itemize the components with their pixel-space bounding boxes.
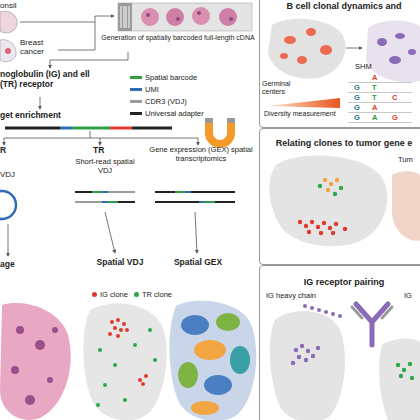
annotation-label: SHM [355, 63, 372, 72]
sequence-base: T [372, 84, 377, 93]
panel-box: Relating clones to tumor gene e [259, 128, 420, 265]
panel-heading: Relating clones to tumor gene e [264, 138, 420, 148]
sequence-base: G [392, 114, 398, 123]
annotation-label: Diversity measurement [264, 110, 336, 118]
annotation-label: Germinal centers [262, 80, 306, 96]
legend-swatch [130, 112, 142, 115]
step-label: Generation of spatially barcoded full-le… [100, 34, 256, 42]
legend-entry: TR clone [134, 289, 172, 299]
sample-label: Breast cancer [20, 38, 54, 56]
method-label: Short-read spatial VDJ [72, 158, 138, 175]
legend-swatch [130, 88, 142, 91]
sequence-base: A [372, 114, 377, 123]
legend-entry: Spatial barcode [130, 72, 197, 82]
legend-text: Universal adapter [145, 109, 204, 118]
legend-swatch [130, 100, 142, 103]
panel-box: B cell clonal dynamics and [259, 0, 420, 128]
legend-entry: Universal adapter [130, 108, 204, 118]
legend-text: TR clone [142, 290, 172, 299]
sample-label: onsil [0, 1, 16, 10]
sequence-base: T [372, 94, 377, 103]
annotation-label: Tum [398, 156, 413, 165]
sequence-base: G [354, 94, 360, 103]
legend-text: CDR3 (VDJ) [145, 97, 187, 106]
branch-label: R [0, 146, 6, 156]
legend-entry: UMI [130, 84, 159, 94]
legend-text: Spatial barcode [145, 73, 197, 82]
legend-entry: IG clone [92, 289, 128, 299]
sequence-base: C [392, 94, 397, 103]
step-label: noglobulin (IG) and ell (TR) receptor [0, 70, 100, 90]
output-label: Spatial VDJ [92, 258, 148, 268]
legend-text: IG clone [100, 290, 128, 299]
legend-text: UMI [145, 85, 159, 94]
sequence-base: G [354, 104, 360, 113]
legend-dot [134, 292, 139, 297]
sequence-base: G [354, 114, 360, 123]
panel-heading: IG receptor pairing [264, 277, 420, 287]
output-label: age [0, 260, 15, 270]
sequence-base: A [372, 74, 377, 83]
annotation-label: IG [404, 292, 412, 301]
panel-heading: B cell clonal dynamics and [264, 1, 420, 11]
branch-label: VDJ [0, 170, 15, 179]
branch-label: TR [93, 146, 104, 156]
sequence-base: G [354, 84, 360, 93]
step-label: get enrichment [0, 111, 61, 121]
sequence-base: A [372, 104, 377, 113]
panel-box: IG receptor pairing [259, 265, 420, 420]
legend-dot [92, 292, 97, 297]
legend-swatch [130, 76, 142, 79]
output-label: Spatial GEX [170, 258, 226, 268]
method-label: Gene expression (GEX) spatial transcript… [148, 146, 254, 163]
legend-entry: CDR3 (VDJ) [130, 96, 187, 106]
annotation-label: IG heavy chain [266, 292, 316, 301]
